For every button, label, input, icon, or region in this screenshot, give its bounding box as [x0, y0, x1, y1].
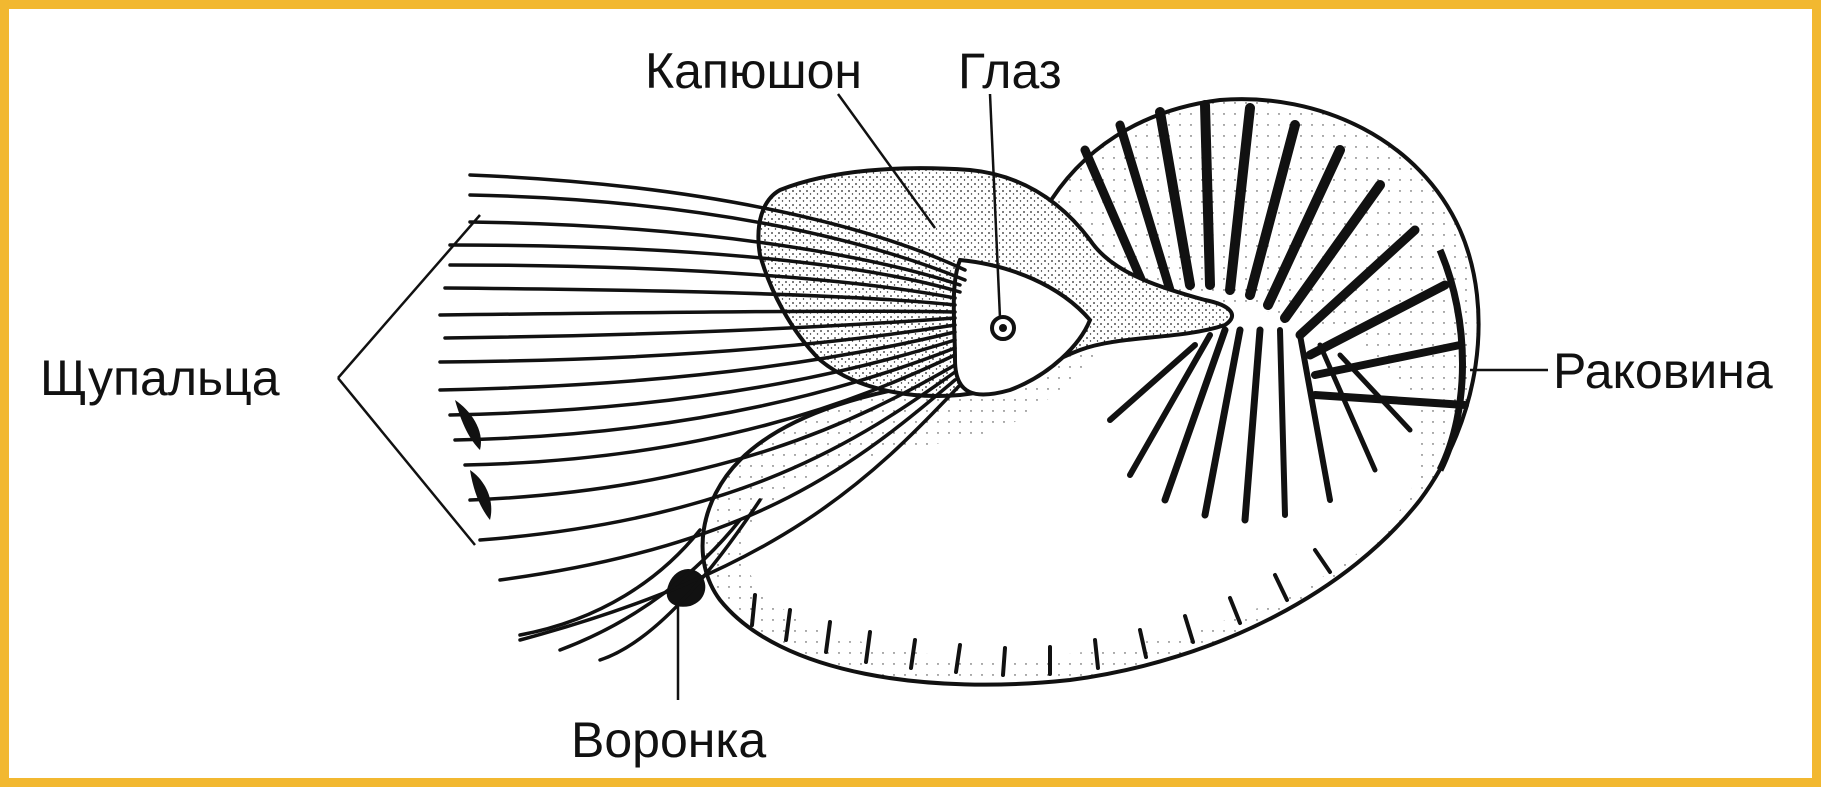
leader-tentacles-lower — [338, 378, 475, 545]
eye-icon — [992, 317, 1014, 339]
label-tentacles: Щупальца — [40, 350, 280, 406]
tentacle-dark-mark — [470, 470, 491, 520]
label-funnel: Воронка — [571, 712, 766, 768]
leader-tentacles-upper — [338, 215, 480, 378]
label-hood: Капюшон — [645, 43, 862, 99]
label-shell: Раковина — [1553, 343, 1773, 399]
tentacle-dark-mark — [455, 400, 481, 450]
label-eye: Глаз — [958, 43, 1062, 99]
